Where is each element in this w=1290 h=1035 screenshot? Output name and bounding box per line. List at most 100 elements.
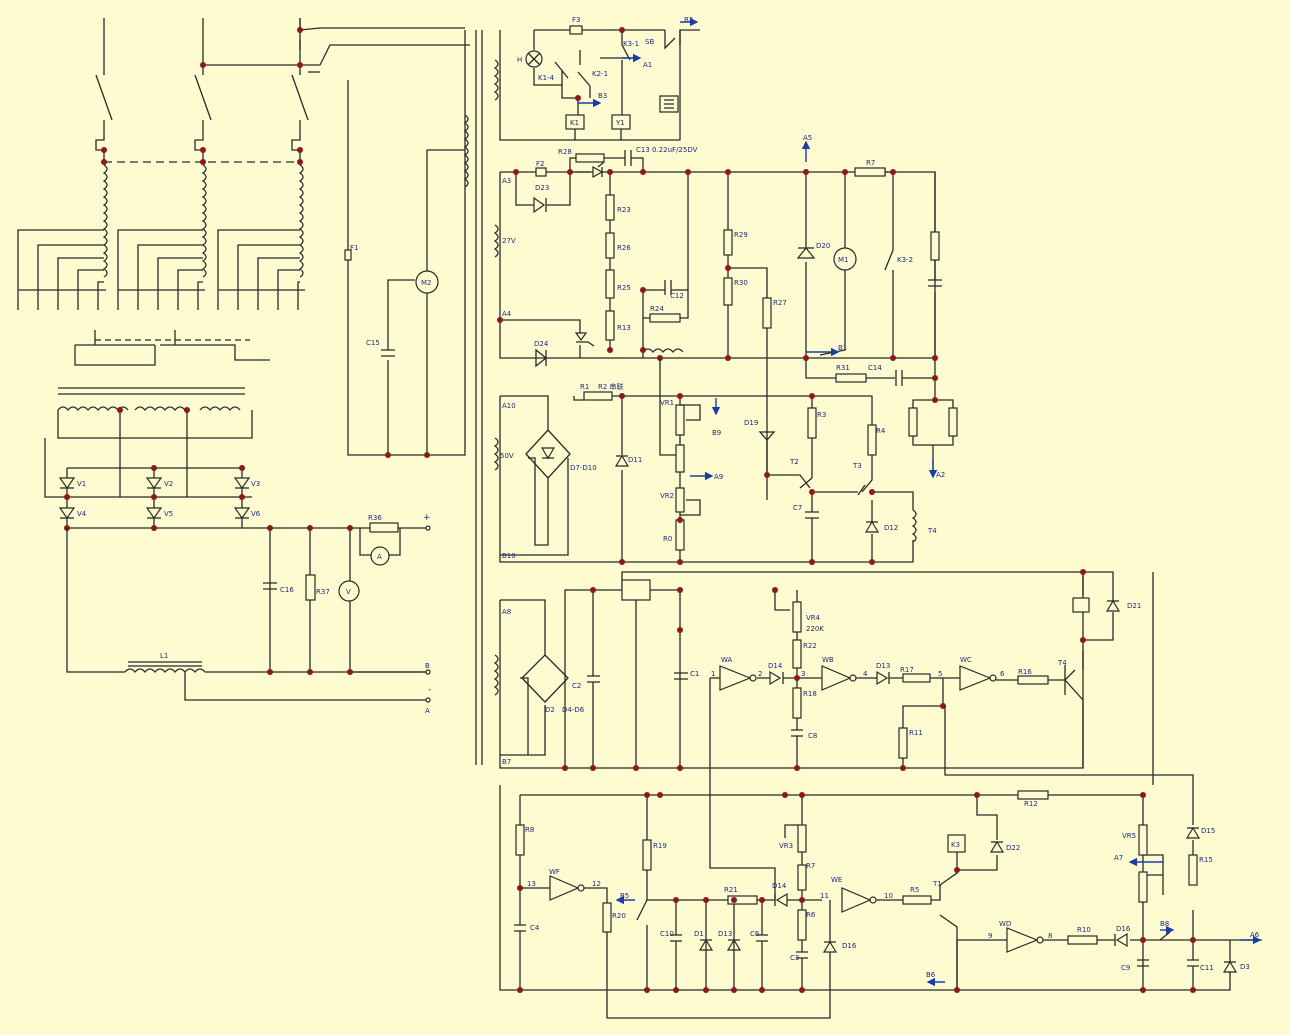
label-A8: A8 bbox=[502, 608, 511, 616]
label-R6: R6 bbox=[806, 911, 816, 919]
label-VR1: VR1 bbox=[660, 399, 674, 407]
label-R23: R23 bbox=[617, 206, 631, 214]
label-K3-1: K3-1 bbox=[623, 40, 639, 48]
label-WB: WB bbox=[822, 656, 834, 664]
relay-control-block bbox=[493, 17, 700, 141]
label-C2: C2 bbox=[572, 682, 581, 690]
resistor-r21 bbox=[727, 895, 758, 905]
label-pin-6: 6 bbox=[1000, 670, 1005, 678]
resistor-r16 bbox=[1017, 675, 1049, 685]
label-V4: V4 bbox=[77, 510, 87, 518]
label-R19: R19 bbox=[653, 842, 667, 850]
label-R26: R26 bbox=[617, 244, 631, 252]
label-R31: R31 bbox=[836, 364, 850, 372]
label-C16: C16 bbox=[280, 586, 294, 594]
label-C7: C7 bbox=[793, 504, 802, 512]
label-A3: A3 bbox=[502, 177, 511, 185]
label-VR5: VR5 bbox=[1122, 832, 1136, 840]
label-R1: R1 bbox=[580, 383, 589, 391]
resistor-r7 bbox=[854, 167, 886, 177]
label-D13: D13 bbox=[876, 662, 890, 670]
label-F3: F3 bbox=[572, 16, 580, 24]
label-WE: WE bbox=[831, 876, 842, 884]
label-D16: D16 bbox=[842, 942, 857, 950]
label-R4: R4 bbox=[876, 427, 886, 435]
label-R30: R30 bbox=[734, 279, 748, 287]
resistor-r12 bbox=[1017, 790, 1049, 800]
label-pin-4: 4 bbox=[863, 670, 868, 678]
resistor-r1-r2 bbox=[583, 391, 613, 401]
label-R27: R27 bbox=[773, 299, 787, 307]
label-V5: V5 bbox=[164, 510, 173, 518]
label-R5: R5 bbox=[910, 886, 919, 894]
label-D4-D6: D4-D6 bbox=[562, 706, 585, 714]
label-K1: K1 bbox=[570, 119, 579, 127]
relay-k3 bbox=[947, 834, 966, 853]
label-R16: R16 bbox=[1018, 668, 1032, 676]
label-C9: C9 bbox=[1121, 964, 1130, 972]
label-R36: R36 bbox=[368, 514, 382, 522]
label-pin-3: 3 bbox=[801, 670, 805, 678]
label-C11: C11 bbox=[1200, 964, 1214, 972]
label-C13: C13 0.22uF/25DV bbox=[636, 146, 698, 154]
label-A2: A2 bbox=[936, 471, 945, 479]
label-ammeter-A: A bbox=[377, 553, 382, 561]
label-R7: R7 bbox=[866, 159, 875, 167]
label-D7-D10: D7-D10 bbox=[570, 464, 597, 472]
label-D20: D20 bbox=[816, 242, 830, 250]
label-C4: C4 bbox=[530, 924, 540, 932]
label-B8: B8 bbox=[1160, 920, 1169, 928]
ammeter bbox=[370, 546, 390, 566]
label-D19: D19 bbox=[744, 419, 758, 427]
label-K2-1: K2-1 bbox=[592, 70, 608, 78]
label-D15: D15 bbox=[1201, 827, 1215, 835]
label-C14: C14 bbox=[868, 364, 882, 372]
resistor-r24 bbox=[649, 313, 681, 323]
label-C12: C12 bbox=[670, 292, 684, 300]
label-H: H bbox=[517, 56, 522, 64]
thyristor-control-block bbox=[493, 140, 958, 500]
label-F2: F2 bbox=[536, 160, 544, 168]
label-R22: R22 bbox=[803, 642, 817, 650]
three-phase-rectifier bbox=[44, 387, 431, 703]
label-R7-bottom: R7 bbox=[806, 862, 815, 870]
label-F1: F1 bbox=[350, 244, 358, 252]
label-D14: D14 bbox=[768, 662, 783, 670]
label-R28: R28 bbox=[558, 148, 572, 156]
label-T2: T2 bbox=[789, 458, 799, 466]
label-R15: R15 bbox=[1199, 856, 1213, 864]
label-R8: R8 bbox=[525, 826, 534, 834]
label-A4: A4 bbox=[502, 310, 512, 318]
label-C15: C15 bbox=[366, 339, 380, 347]
resistor-r31 bbox=[835, 373, 867, 383]
label-VR3: VR3 bbox=[779, 842, 793, 850]
label-R0: R0 bbox=[663, 535, 672, 543]
label-pin-10: 10 bbox=[884, 892, 893, 900]
label-L1: L1 bbox=[160, 652, 168, 660]
fuse-f2 bbox=[535, 167, 547, 177]
voltmeter bbox=[338, 580, 360, 602]
label-R20: R20 bbox=[612, 912, 626, 920]
label-R25: R25 bbox=[617, 284, 631, 292]
label-B2: B2 bbox=[684, 16, 693, 24]
label-pin-1: 1 bbox=[711, 670, 715, 678]
label-K3: K3 bbox=[951, 841, 960, 849]
label-B10: B10 bbox=[502, 552, 516, 560]
label-R2: R2 串联 bbox=[598, 382, 624, 391]
label-plus: + bbox=[423, 513, 431, 523]
label-D21: D21 bbox=[1127, 602, 1141, 610]
label-R24: R24 bbox=[650, 305, 664, 313]
label-50V: 50V bbox=[500, 452, 514, 460]
label-B1: B1 bbox=[838, 344, 847, 352]
label-B: B bbox=[425, 662, 430, 670]
label-D14-bottom: D14 bbox=[772, 882, 787, 890]
label-pin-11: 11 bbox=[820, 892, 829, 900]
label-D3: D3 bbox=[1240, 963, 1250, 971]
label-pin-12: 12 bbox=[592, 880, 601, 888]
fuse-f3 bbox=[569, 25, 583, 35]
label-R21: R21 bbox=[724, 886, 738, 894]
label-B6: B6 bbox=[926, 971, 936, 979]
label-220K: 220K bbox=[806, 625, 824, 633]
label-C3: C3 bbox=[790, 954, 799, 962]
